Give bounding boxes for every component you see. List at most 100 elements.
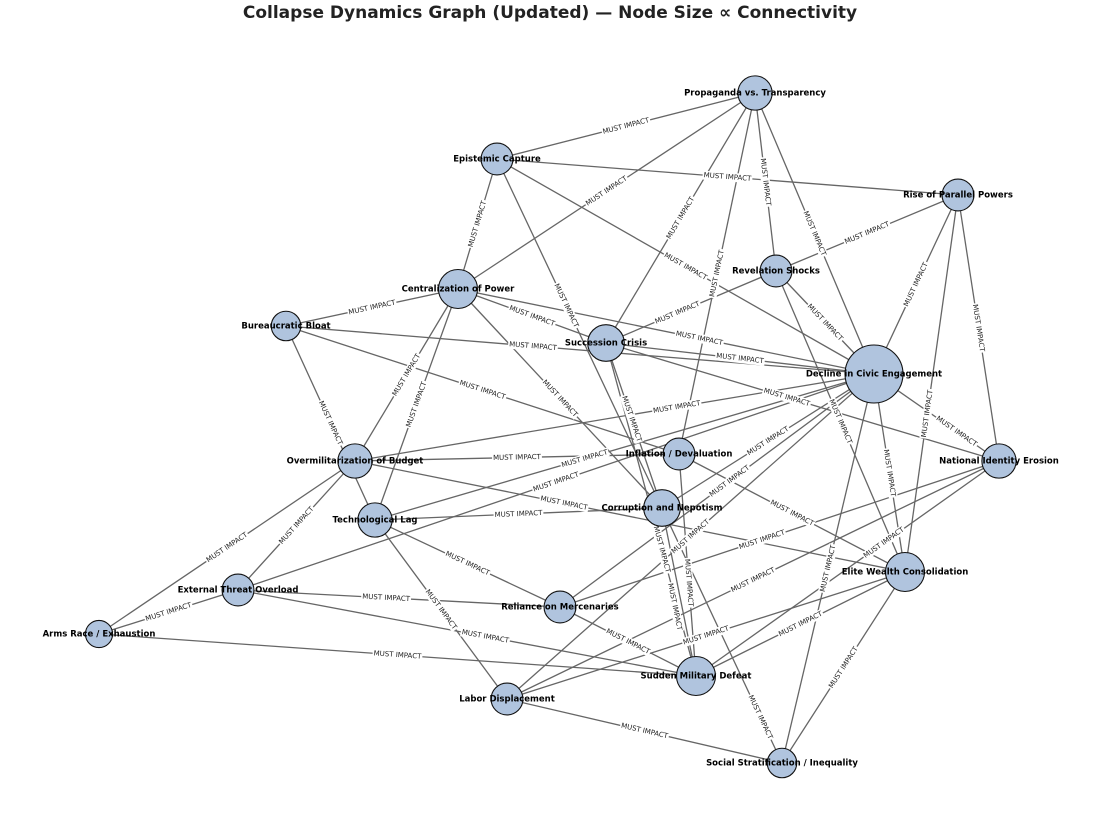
node-mercenaries[interactable]: Reliance on Mercenaries [501,590,619,624]
node-civic[interactable]: Decline in Civic Engagement [806,344,942,404]
edge-label: MUST IMPACT [800,208,829,259]
edge-label-background [682,557,696,608]
edge-parallel-elite [904,194,959,573]
node-centralization[interactable]: Centralization of Power [402,268,516,310]
edge-label-background [665,581,685,633]
edge-label-background [901,260,931,309]
node-inflation[interactable]: Inflation / Devaluation [626,437,733,471]
edge-label-background [539,377,581,420]
node-circle[interactable] [270,310,302,342]
node-circle[interactable] [884,551,926,593]
edge-label-text: MUST IMPACT [620,722,669,741]
node-stratification[interactable]: Social Stratification / Inequality [706,747,858,779]
node-identity[interactable]: National Identity Erosion [939,443,1059,479]
edge-label: MUST IMPACT [651,398,703,416]
edge-label-background [758,156,773,208]
node-circle[interactable] [480,142,514,176]
node-label: Rise of Parallel Powers [903,191,1013,201]
edge-label-background [881,447,898,499]
edge-label: MUST IMPACT [881,447,898,499]
node-circle[interactable] [543,590,577,624]
node-circle[interactable] [737,75,773,111]
node-circle[interactable] [675,655,717,697]
edge-label-text: MUST IMPACT [532,470,581,493]
edge-label: MUST IMPACT [652,298,703,327]
node-corruption[interactable]: Corruption and Nepotism [602,489,723,527]
edge-label-text: MUST IMPACT [670,517,712,555]
node-circle[interactable] [490,682,524,716]
edge-label-text: MUST IMPACT [801,210,827,258]
node-circle[interactable] [766,747,798,779]
node-succession[interactable]: Succession Crisis [565,324,647,362]
node-parallel[interactable]: Rise of Parallel Powers [903,178,1013,212]
node-label: Social Stratification / Inequality [706,759,858,769]
node-label: Centralization of Power [402,285,516,295]
edge-label: MUST IMPACT [702,170,753,184]
node-circle[interactable] [941,178,975,212]
edge-label-text: MUST IMPACT [747,694,775,741]
node-labor[interactable]: Labor Displacement [459,682,555,716]
edge-label-background [346,297,398,318]
edge-label-background [530,469,582,495]
edge-label-text: MUST IMPACT [882,449,897,498]
edge-label-text: MUST IMPACT [459,379,508,402]
edge-label: MUST IMPACT [493,508,544,520]
edge-label: MUST IMPACT [491,452,543,463]
node-defeat[interactable]: Sudden Military Defeat [641,655,752,697]
edge-label: MUST IMPACT [707,248,727,299]
node-epistemic[interactable]: Epistemic Capture [453,142,541,176]
edge-label-background [403,379,430,430]
edge-label-text: MUST IMPACT [708,249,726,298]
node-circle[interactable] [221,573,255,607]
edge-label-background [466,198,489,250]
node-circle[interactable] [84,619,114,649]
node-circle[interactable] [587,324,625,362]
node-circle[interactable] [357,502,393,538]
edge-label-background [776,608,825,640]
edge-label-text: MUST IMPACT [827,645,860,690]
edge-label-text: MUST IMPACT [827,398,853,446]
node-circle[interactable] [437,268,479,310]
edge-label-text: MUST IMPACT [461,628,510,645]
node-revelation[interactable]: Revelation Shocks [732,254,820,288]
edge-label: MUST IMPACT [682,557,696,608]
node-circle[interactable] [643,489,681,527]
node-circle[interactable] [662,437,696,471]
node-circle[interactable] [981,443,1017,479]
node-armsrace[interactable]: Arms Race / Exhaustion [43,619,156,649]
edge-label-background [745,692,776,742]
edge-label-background [736,527,788,552]
edge-label-text: MUST IMPACT [277,505,316,546]
edge-label-background [507,339,559,353]
node-bureaucratic[interactable]: Bureaucratic Bloat [241,310,331,342]
edge-label-text: MUST IMPACT [683,559,695,608]
node-external[interactable]: External Threat Overload [178,573,299,607]
edge-corruption-defeat [661,507,697,677]
node-overmil[interactable]: Overmilitarization of Budget [287,443,424,479]
edge-label-text: MUST IMPACT [444,550,491,578]
node-elite[interactable]: Elite Wealth Consolidation [842,551,969,593]
edge-epistemic-corruption [496,158,663,509]
edge-label: MUST IMPACT [346,297,398,318]
edge-label-background [826,644,861,691]
edge-label-text: MUST IMPACT [552,282,580,329]
edge-label: MUST IMPACT [460,627,511,646]
node-techlag[interactable]: Technological Lag [332,502,418,538]
edge-label: MUST IMPACT [372,648,423,662]
edge-label-background [826,396,855,447]
edge-label: MUST IMPACT [663,194,698,242]
node-circle[interactable] [337,443,373,479]
node-propaganda[interactable]: Propaganda vs. Transparency [684,75,826,111]
node-circle[interactable] [759,254,793,288]
edge-label-text: MUST IMPACT [348,298,397,316]
edge-label-text: MUST IMPACT [703,171,752,183]
edge-label: MUST IMPACT [673,328,725,348]
edge-label-text: MUST IMPACT [675,330,724,348]
edge-label-background [761,385,812,409]
node-label: Technological Lag [332,516,417,526]
edge-label-text: MUST IMPACT [509,340,558,352]
node-circle[interactable] [844,344,904,404]
edge-label-background [706,462,753,500]
edge-label-background [203,529,251,566]
edge-label: MUST IMPACT [403,379,430,430]
